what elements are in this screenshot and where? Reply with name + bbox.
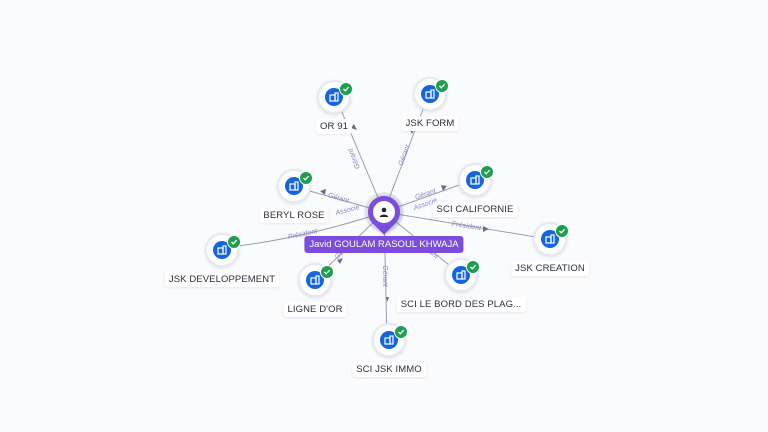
building-icon <box>452 266 470 284</box>
building-icon <box>306 271 324 289</box>
edge-label-berylrose-associe: Associé <box>334 204 361 217</box>
verified-check-icon <box>394 325 408 339</box>
company-label[interactable]: SCI CALIFORNIE <box>432 202 518 217</box>
company-node-circle[interactable] <box>317 80 351 114</box>
company-label[interactable]: LIGNE D'OR <box>283 302 347 317</box>
building-icon <box>285 177 303 195</box>
arrow-or91 <box>351 124 357 130</box>
company-label[interactable]: SCI JSK IMMO <box>352 362 426 377</box>
arrow-jskcreation <box>483 226 489 232</box>
verified-check-icon <box>227 235 241 249</box>
verified-check-icon <box>339 82 353 96</box>
edge-label-or91: Gérant <box>347 146 362 169</box>
edge-label-jskform: Gérant <box>398 143 412 166</box>
edge-or91 <box>335 97 385 213</box>
company-label[interactable]: JSK CREATION <box>511 261 589 276</box>
edge-jskcreation <box>383 211 549 240</box>
verified-check-icon <box>299 171 313 185</box>
verified-check-icon <box>466 260 480 274</box>
edge-jskform <box>383 95 429 213</box>
arrow-lignedor <box>337 258 343 264</box>
edge-label-scijskimmo: Gérant <box>381 265 388 287</box>
verified-check-icon <box>320 265 334 279</box>
company-label[interactable]: OR 91 <box>316 119 352 134</box>
building-icon <box>380 331 398 349</box>
verified-check-icon <box>435 79 449 93</box>
company-label[interactable]: JSK DEVELOPPEMENT <box>164 272 280 287</box>
building-icon <box>213 241 231 259</box>
company-node-circle[interactable] <box>533 222 567 256</box>
company-label[interactable]: SCI LE BORD DES PLAG... <box>396 297 526 312</box>
company-label[interactable]: BERYL ROSE <box>259 208 329 223</box>
arrow-scicalifornie <box>441 185 447 191</box>
arrow-berylrose <box>320 189 326 195</box>
verified-check-icon <box>555 224 569 238</box>
company-label[interactable]: JSK FORM <box>401 116 459 131</box>
edge-label-jskcreation: Président <box>451 221 482 233</box>
building-icon <box>325 88 343 106</box>
person-name-label[interactable]: Javid GOULAM RASOUL KHWAJA <box>304 236 464 253</box>
arrow-scijskimmo <box>386 297 389 302</box>
company-node-circle[interactable] <box>205 233 239 267</box>
company-node-circle[interactable] <box>372 323 406 357</box>
edge-label-berylrose: Gérant <box>327 192 351 205</box>
building-icon <box>421 85 439 103</box>
verified-check-icon <box>480 165 494 179</box>
building-icon <box>541 230 559 248</box>
building-icon <box>466 171 484 189</box>
person-icon <box>373 201 395 223</box>
